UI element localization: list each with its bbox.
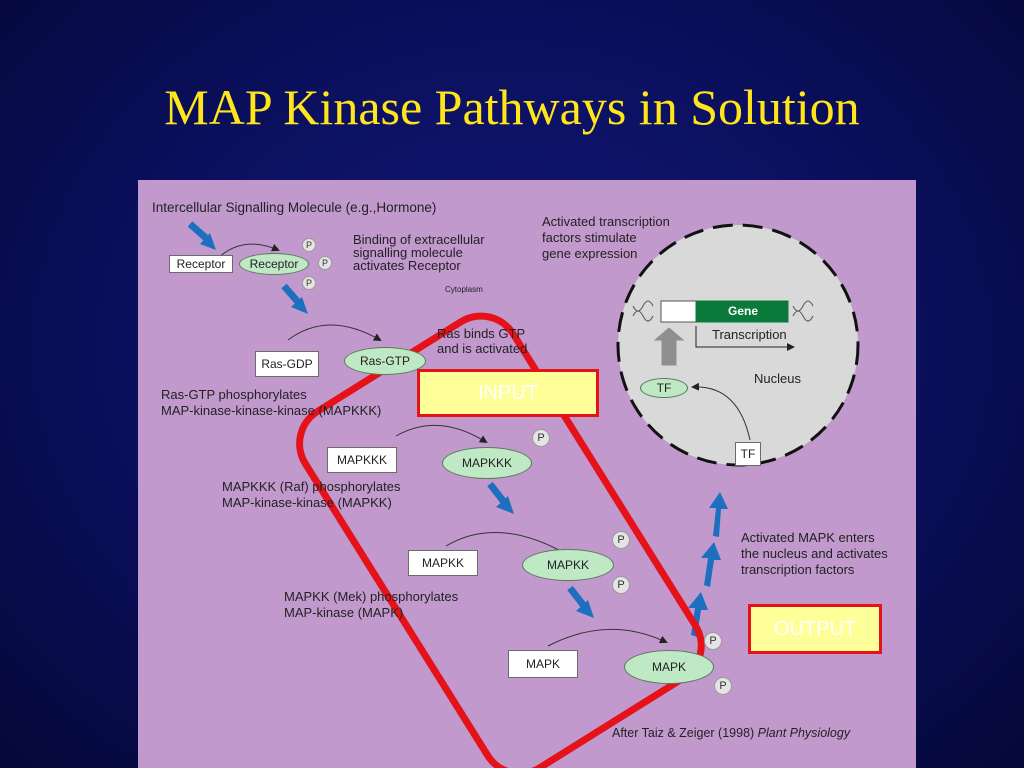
- phosphate-icon: P: [612, 576, 630, 594]
- dna-left-icon: [632, 300, 654, 322]
- cytoplasm-label: Cytoplasm: [445, 285, 483, 294]
- phosphate-icon: P: [714, 677, 732, 695]
- mapk-to-nucleus-arrows: [688, 492, 728, 637]
- gene-white-segment: [660, 300, 697, 323]
- diagram-panel: Intercellular Signalling Molecule (e.g.,…: [138, 180, 916, 768]
- mapkkk-phosphorylates-text: MAPKKK (Raf) phosphorylates MAP-kinase-k…: [222, 479, 401, 510]
- gene-label: Gene: [727, 304, 758, 318]
- phosphate-icon: P: [532, 429, 550, 447]
- mapkk-oval: MAPKK: [522, 549, 614, 581]
- slide-title: MAP Kinase Pathways in Solution: [164, 79, 860, 135]
- phosphate-icon: P: [302, 276, 316, 290]
- mapkkk-box: MAPKKK: [327, 447, 397, 473]
- tf-oval: TF: [640, 378, 688, 398]
- input-label-box: INPUT: [417, 369, 599, 417]
- phosphate-icon: P: [704, 632, 722, 650]
- mapkkk-curve: [395, 424, 488, 444]
- ras-curve: [287, 324, 382, 341]
- tf-box: TF: [735, 442, 761, 466]
- mapk-oval: MAPK: [624, 650, 714, 684]
- credit-text: After Taiz & Zeiger (1998) Plant Physiol…: [612, 726, 851, 740]
- mapk-curve: [547, 629, 668, 647]
- signalling-molecule-label: Intercellular Signalling Molecule (e.g.,…: [152, 200, 437, 215]
- dna-right-icon: [792, 300, 814, 322]
- phosphate-icon: P: [302, 238, 316, 252]
- receptor-curve: [217, 243, 280, 259]
- activated-mapk-text: Activated MAPK enters the nucleus and ac…: [741, 530, 888, 577]
- mapkk-curve: [445, 531, 570, 556]
- tf-curve-arrow: [691, 382, 751, 441]
- mapk-box: MAPK: [508, 650, 578, 678]
- mapkk-box: MAPKK: [408, 550, 478, 576]
- output-label-box: OUTPUT: [748, 604, 882, 654]
- receptor-oval: Receptor: [239, 253, 309, 275]
- diagram-graphics: [187, 221, 860, 768]
- ras-phosphorylates-text: Ras-GTP phosphorylates MAP-kinase-kinase…: [161, 387, 382, 418]
- ras-gdp-box: Ras-GDP: [255, 351, 319, 377]
- tf-up-arrow: [653, 327, 685, 366]
- gene-green-segment: [695, 300, 789, 323]
- mapkkk-oval: MAPKKK: [442, 447, 532, 479]
- ras-gtp-oval: Ras-GTP: [344, 347, 426, 375]
- phosphate-icon: P: [612, 531, 630, 549]
- transcription-arrow: [695, 326, 795, 351]
- ras-binds-text: Ras binds GTP and is activated: [437, 326, 528, 356]
- receptor-box: Receptor: [169, 255, 233, 273]
- transcription-label: Transcription: [712, 327, 787, 342]
- hormone-arrow: [187, 221, 209, 241]
- activated-tf-text: Activated transcription factors stimulat…: [542, 214, 670, 261]
- binding-text: Binding of extracellular signalling mole…: [353, 232, 485, 273]
- mapkk-phosphorylates-text: MAPKK (Mek) phosphorylates MAP-kinase (M…: [284, 589, 459, 620]
- phosphate-icon: P: [318, 256, 332, 270]
- nucleus-label: Nucleus: [754, 371, 801, 386]
